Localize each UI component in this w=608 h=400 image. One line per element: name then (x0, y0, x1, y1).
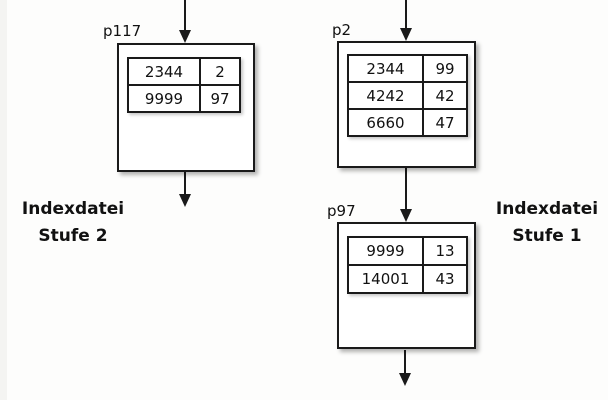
key-cell: 2344 (127, 57, 201, 86)
key-cell: 9999 (127, 84, 201, 113)
page-edge-strip (0, 0, 7, 400)
key-cell: 6660 (347, 108, 424, 137)
pointer-cell: 43 (422, 264, 468, 294)
pointer-cell: 97 (199, 84, 241, 113)
arrow-line (184, 0, 186, 31)
table-row: 2344 99 (347, 54, 468, 83)
pointer-cell: 2 (199, 57, 241, 86)
level-title-line1: Indexdatei (495, 199, 599, 219)
table-row: 2344 2 (127, 57, 241, 86)
arrow-line (404, 350, 406, 375)
node-id-label-p97: p97 (327, 202, 356, 220)
key-cell: 14001 (347, 264, 424, 294)
pointer-cell: 47 (422, 108, 468, 137)
arrow-line (405, 168, 407, 211)
table-row: 9999 97 (127, 84, 241, 113)
key-cell: 2344 (347, 54, 424, 83)
table-row: 9999 13 (347, 236, 468, 266)
arrow-down-icon (399, 373, 411, 386)
node-id-label-p2: p2 (332, 21, 352, 39)
pointer-cell: 42 (422, 81, 468, 110)
level-title-stufe-1: Indexdatei Stufe 1 (485, 196, 608, 250)
arrow-line (184, 172, 186, 196)
pointer-cell: 99 (422, 54, 468, 83)
level-title-stufe-2: Indexdatei Stufe 2 (6, 196, 140, 250)
pointer-cell: 13 (422, 236, 468, 266)
arrow-line (405, 0, 407, 29)
node-id-label-p117: p117 (103, 22, 142, 40)
index-node-p97: 9999 13 14001 43 (337, 222, 476, 349)
table-row: 14001 43 (347, 264, 468, 294)
arrow-down-icon (179, 30, 191, 43)
index-table-p117: 2344 2 9999 97 (127, 57, 241, 113)
level-title-line1: Indexdatei (21, 199, 125, 219)
level-title-line2: Stufe 1 (512, 226, 582, 246)
key-cell: 9999 (347, 236, 424, 266)
index-table-p97: 9999 13 14001 43 (347, 236, 468, 294)
level-title-line2: Stufe 2 (38, 226, 108, 246)
key-cell: 4242 (347, 81, 424, 110)
index-table-p2: 2344 99 4242 42 6660 47 (347, 54, 468, 137)
index-node-p117: 2344 2 9999 97 (117, 43, 255, 172)
arrow-down-icon (179, 194, 191, 207)
arrow-down-icon (400, 209, 412, 222)
table-row: 4242 42 (347, 81, 468, 110)
arrow-down-icon (400, 28, 412, 41)
table-row: 6660 47 (347, 108, 468, 137)
index-node-p2: 2344 99 4242 42 6660 47 (337, 41, 476, 168)
